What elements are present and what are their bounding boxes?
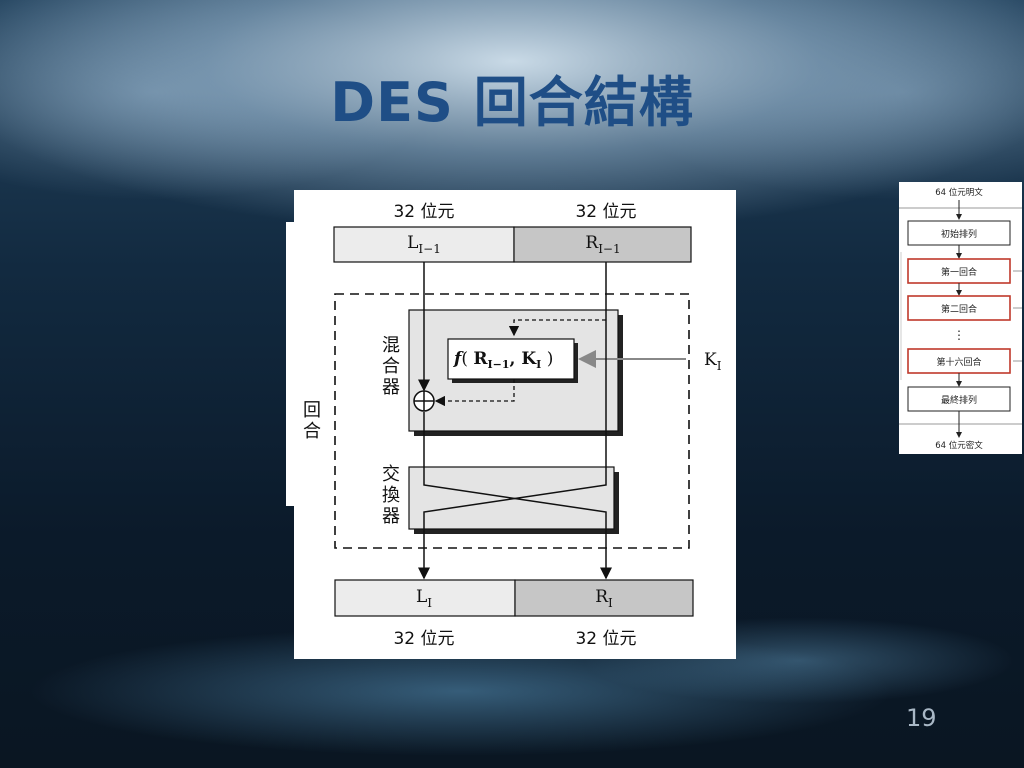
swapper-label-1: 交: [382, 464, 400, 485]
bottom-left-register: [334, 579, 516, 617]
panel-edge-strip: [286, 222, 296, 506]
flow-input-label: 64 位元明文: [935, 187, 983, 198]
flow-ellipsis: ⋮: [953, 328, 965, 342]
swapper-label-2: 換: [382, 485, 400, 506]
flow-step-final-permutation-label: 最終排列: [941, 394, 977, 406]
round-label-2: 合: [303, 421, 321, 442]
slide-page-number: 19: [906, 704, 937, 732]
swapper-label-3: 器: [382, 506, 400, 527]
top-right-register-label: RI−1: [585, 233, 620, 256]
flow-step-round-2-label: 第二回合: [941, 303, 977, 315]
flow-output-label: 64 位元密文: [935, 440, 983, 451]
mixer-label-2: 合: [382, 356, 400, 377]
top-right-register: [513, 226, 692, 263]
bottom-left-bits-label: 32 位元: [393, 629, 454, 649]
des-round-diagram: 32 位元 32 位元 LI−1 RI−1 混 合 器 回 合 交 換 器: [294, 190, 736, 659]
flow-step-final-permutation: [907, 386, 1011, 412]
des-overview-flowchart: 64 位元明文 初始排列 第一回合 第二回合 ⋮ 第十六回合 最終排列 64 位…: [899, 182, 1022, 454]
flow-step-round-1-label: 第一回合: [941, 266, 977, 278]
function-f-label: f( RI−1, KI ): [453, 349, 553, 371]
top-right-bits-label: 32 位元: [575, 202, 636, 222]
key-label: KI: [704, 350, 722, 373]
des-round-svg: 32 位元 32 位元 LI−1 RI−1 混 合 器 回 合 交 換 器: [303, 202, 722, 649]
round-label-1: 回: [303, 400, 321, 421]
flow-step-round-16-label: 第十六回合: [936, 356, 981, 368]
flow-step-round-16: [907, 348, 1011, 374]
top-left-bits-label: 32 位元: [393, 202, 454, 222]
swap-line-right-to-left: [423, 467, 607, 529]
right-to-f-dotted-line: [508, 319, 606, 337]
mixer-label-1: 混: [382, 335, 400, 356]
bottom-left-register-label: LI: [416, 587, 432, 610]
flow-step-round-2: [907, 295, 1011, 321]
mixer-label-3: 器: [382, 377, 400, 398]
f-to-xor-dotted-line: [434, 379, 515, 407]
flow-step-initial-permutation-label: 初始排列: [941, 228, 977, 240]
flow-step-round-1: [907, 258, 1011, 284]
round-boundary: [334, 293, 690, 549]
top-left-register-label: LI−1: [407, 233, 441, 256]
function-f-box: [447, 338, 575, 380]
des-overview-svg: 64 位元明文 初始排列 第一回合 第二回合 ⋮ 第十六回合 最終排列 64 位…: [899, 187, 1022, 451]
bottom-right-register: [514, 579, 694, 617]
slide-title: DES 回合結構: [330, 71, 694, 134]
bottom-right-bits-label: 32 位元: [575, 629, 636, 649]
bottom-right-register-label: RI: [595, 587, 613, 610]
